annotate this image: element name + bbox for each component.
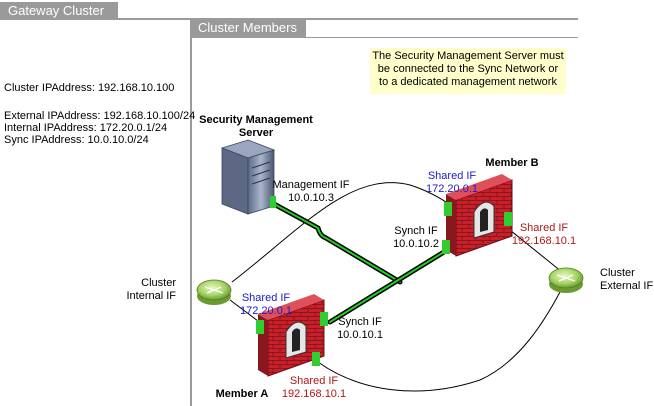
internal-link-member-b [231,182,453,283]
sync-network [271,201,447,325]
external-network-lines [317,225,563,392]
member-b-internal-port [444,202,452,216]
member-a-firewall-icon [256,294,328,377]
member-b-firewall-icon [442,174,513,257]
internal-ip-text: Internal IPAddress: 172.20.0.1/24 [4,122,168,134]
management-server-icon [220,139,276,215]
note-line-1: The Security Management Server must [372,50,564,62]
internal-router-label-line-2: Internal IF [126,290,176,302]
external-link-member-a [317,291,561,392]
member-a-shared-internal-ip: 172.20.0.1 [240,305,292,317]
note-line-2: be connected to the Sync Network or [377,63,559,75]
cluster-members-tab: Cluster Members [190,19,306,37]
member-b-shared-external-ip: 192.168.10.1 [512,235,576,247]
member-a-synch-label: Synch IF [338,316,382,328]
external-router-label-line-2: External IF [600,280,653,292]
member-b-synch-label: Synch IF [394,225,438,237]
member-b-synch-ip: 10.0.10.2 [393,238,439,250]
member-b-external-port [504,212,512,226]
member-b-sync-port [442,240,450,254]
member-a-shared-internal-label: Shared IF [242,292,291,304]
external-link-member-b [504,225,563,273]
member-a-shared-external-ip: 192.168.10.1 [282,388,346,400]
member-a-synch-ip: 10.0.10.1 [337,329,383,341]
cluster-ip-text: Cluster IPAddress: 192.168.10.100 [4,82,175,94]
management-note: The Security Management Server must be c… [370,48,566,94]
members-divider [190,37,578,38]
member-a-name: Member A [216,388,269,400]
management-if-label: Management IF [272,179,349,191]
member-a-external-port [312,352,320,366]
external-router-icon [548,267,584,293]
server-mgmt-port [270,196,276,208]
member-b-shared-internal-label: Shared IF [428,170,477,182]
gateway-cluster-tab: Gateway Cluster [0,2,118,20]
members-vertical-divider [190,19,192,406]
member-b-name: Member B [485,157,538,169]
external-router-label-line-1: Cluster [600,267,635,279]
member-a-shared-external-label: Shared IF [290,375,339,387]
member-b-shared-external-label: Shared IF [520,222,569,234]
internal-router-icon [196,279,232,305]
member-a-internal-port [256,320,264,334]
management-ip-label: 10.0.10.3 [288,192,334,204]
server-title-line-1: Security Management [199,114,313,126]
internal-router-label-line-1: Cluster [141,277,176,289]
sync-ip-text: Sync IPAddress: 10.0.10.0/24 [4,134,149,146]
member-a-sync-port [320,312,328,326]
external-ip-text: External IPAddress: 192.168.10.100/24 [4,110,196,122]
note-line-3: to a dedicated management network [379,76,557,88]
server-title-line-2: Server [239,127,274,139]
member-b-shared-internal-ip: 172.20.0.1 [426,183,478,195]
